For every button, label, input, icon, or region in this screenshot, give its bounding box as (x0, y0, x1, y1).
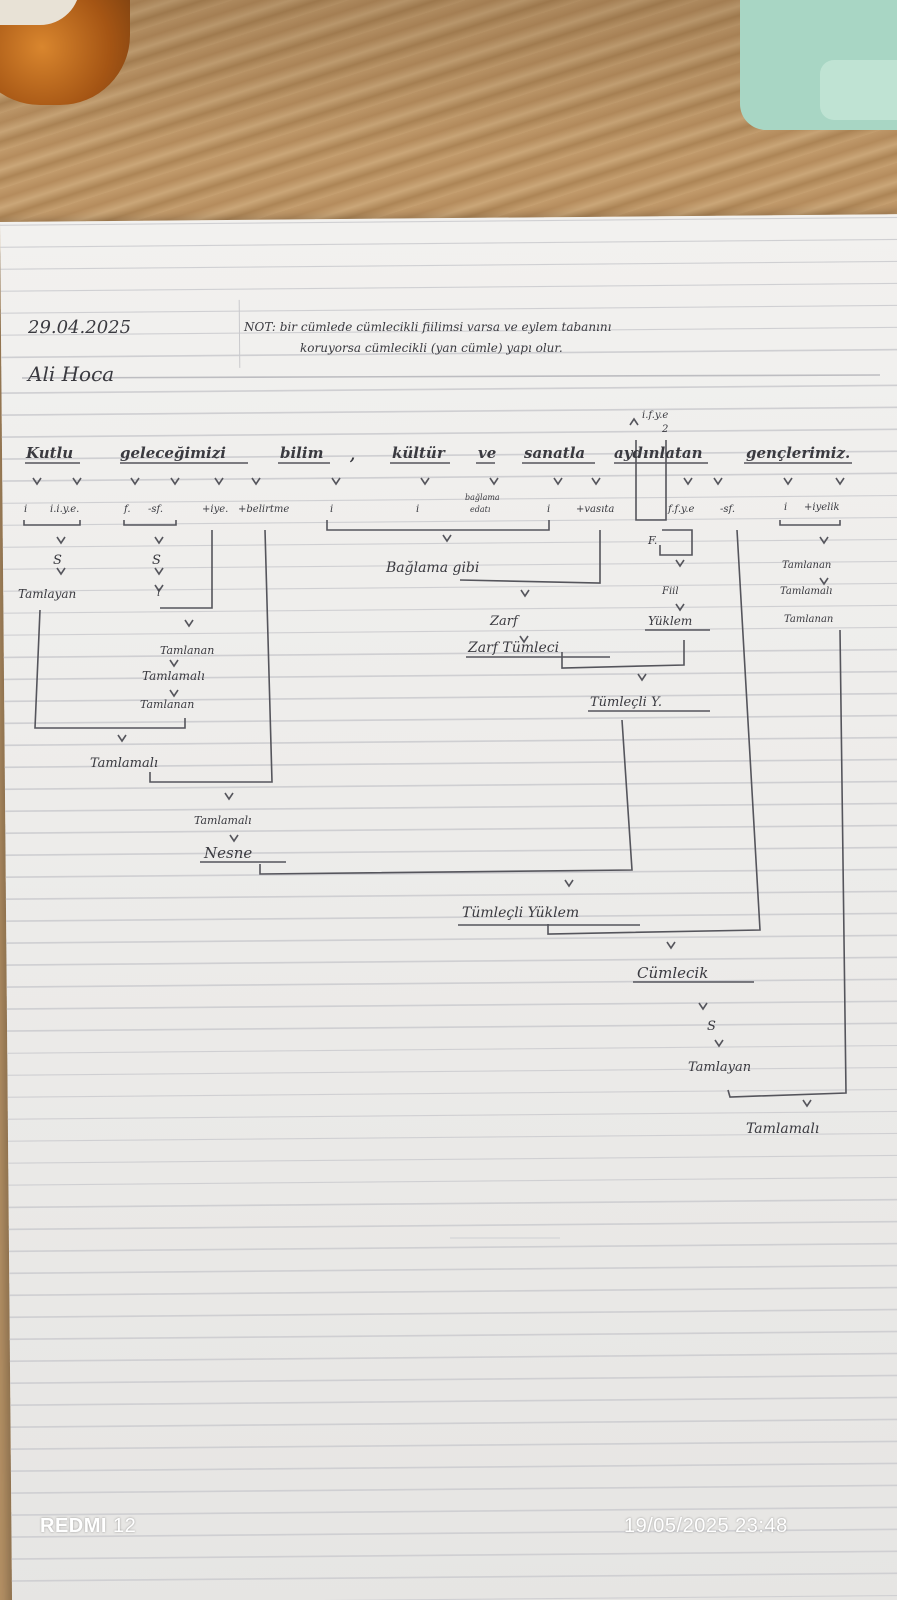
analysis-labels: S S i Tamlayan Tamlanan Tamlamalı Tamlan… (18, 534, 833, 1137)
word-genclerimiz: gençlerimiz. (746, 444, 850, 462)
word-ve: ve (478, 444, 496, 462)
label-yuklem: Yüklem (648, 614, 692, 628)
label-baglama-gibi: Bağlama gibi (385, 560, 479, 576)
teacher-name: Ali Hoca (26, 362, 114, 386)
tag-2: i.i.y.e. (50, 504, 79, 515)
label-f-small: F. (647, 534, 657, 547)
tag-7: i (330, 504, 333, 515)
tag-top-1: i.f.y.e (642, 410, 668, 421)
camera-watermark-datetime: 19/05/2025 23:48 (624, 1515, 788, 1537)
label-zarf: Zarf (489, 614, 520, 629)
label-tamlamali-1: Tamlamalı (142, 669, 205, 683)
word-kutlu: Kutlu (25, 444, 73, 462)
label-zarf-tumleci: Zarf Tümleci (467, 640, 559, 656)
tag-14: i (784, 502, 787, 513)
label-tumlecli-y: Tümleçli Y. (590, 695, 662, 710)
word-tags: i i.i.y.e. f. -sf. +iye. +belirtme i i b… (24, 410, 840, 515)
brand-name: REDMI (40, 1515, 107, 1537)
tag-top-2: 2 (661, 424, 668, 435)
label-right-tamlanan-2: Tamlanan (784, 614, 833, 625)
label-tamlanan-1: Tamlanan (160, 644, 214, 657)
diagram-lines (21, 374, 881, 1239)
label-fiil: Fiil (661, 586, 679, 597)
label-cumlecik: Cümlecik (637, 964, 708, 982)
label-tamlayan-2: Tamlayan (688, 1060, 751, 1075)
tag-13: -sf. (720, 504, 735, 515)
label-s1: S (53, 553, 62, 568)
tag-1: i (24, 504, 27, 515)
tag-6: +belirtme (238, 504, 289, 515)
label-right-tamlanan-1: Tamlanan (782, 560, 831, 571)
camera-watermark-brand: REDMI 12 (40, 1515, 136, 1538)
tag-12: f.f.y.e (667, 504, 695, 515)
tag-11: +vasıta (576, 504, 614, 515)
label-tamlayan-1: Tamlayan (18, 587, 76, 601)
label-s3: S (707, 1019, 716, 1034)
note-line-1: NOT: bir cümlede cümlecikli fiilimsi var… (243, 320, 612, 334)
tag-5: +iye. (202, 504, 228, 515)
brand-model: 12 (113, 1515, 137, 1537)
word-comma: , (349, 446, 355, 464)
word-sanatla: sanatla (524, 444, 585, 462)
label-tamlanan-2: Tamlanan (140, 698, 194, 711)
word-bilim: bilim (280, 444, 323, 462)
label-tumlecli-yuklem: Tümleçli Yüklem (462, 905, 579, 921)
tag-4: -sf. (148, 504, 163, 515)
tag-9: bağlama (465, 493, 500, 502)
label-right-tamlamali: Tamlamalı (780, 586, 832, 597)
sentence-words: Kutlu geleceğimizi bilim , kültür ve san… (25, 444, 850, 464)
note-line-2: koruyorsa cümlecikli (yan cümle) yapı ol… (300, 341, 563, 355)
date-text: 29.04.2025 (27, 317, 131, 338)
tag-8: i (416, 504, 419, 515)
label-i-small: i (157, 588, 160, 599)
word-kultur: kültür (392, 444, 446, 462)
tag-3: f. (123, 504, 131, 515)
label-tamlamali-2: Tamlamalı (90, 756, 158, 771)
tag-15: +iyelik (804, 502, 840, 513)
label-nesne: Nesne (203, 844, 252, 862)
label-s2: S (152, 553, 161, 568)
tag-9b: edatı (470, 505, 491, 514)
header-text: 29.04.2025 Ali Hoca NOT: bir cümlede cüm… (26, 317, 612, 386)
mint-object-inner (820, 60, 897, 120)
label-tamlamali-3: Tamlamalı (194, 814, 252, 827)
tag-10: i (547, 504, 550, 515)
word-gelecegimizi: geleceğimizi (120, 444, 226, 462)
word-aydinlatan: aydınlatan (614, 444, 703, 462)
label-tamlamali-final: Tamlamalı (746, 1121, 819, 1137)
